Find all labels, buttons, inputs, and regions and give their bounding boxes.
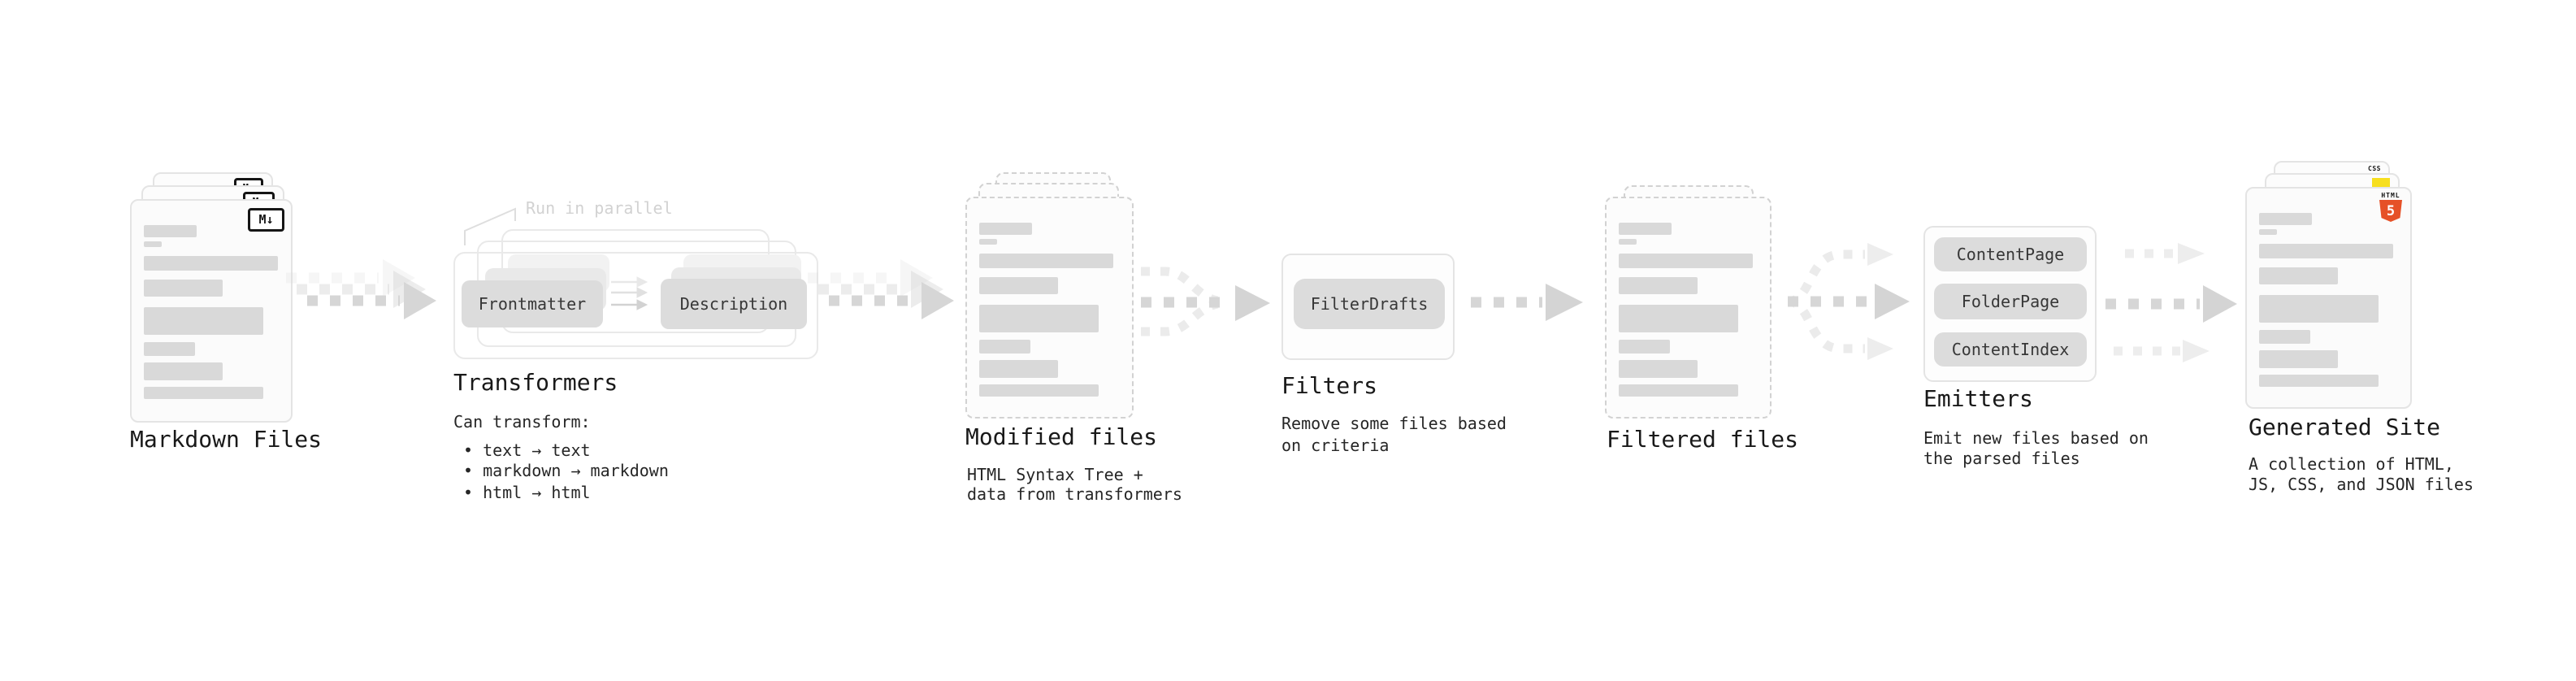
placeholder-bar: [979, 223, 1032, 235]
stage-title: Transformers: [453, 369, 618, 396]
file-card-front: [965, 197, 1134, 419]
flow-arrow-emitters-to-site: [2105, 243, 2237, 362]
placeholder-bar: [1619, 305, 1738, 332]
placeholder-bar: [2259, 213, 2312, 225]
placeholder-bar: [1619, 277, 1698, 294]
javascript-icon: [2372, 178, 2390, 188]
file-card-front: M↓: [130, 199, 293, 423]
placeholder-bar: [2259, 350, 2338, 368]
file-card-front: HTML 5: [2245, 187, 2412, 409]
frontmatter-to-description-arrows: [611, 276, 648, 310]
stage-description: Can transform:: [453, 412, 591, 432]
transform-bullet: • html → html: [463, 483, 591, 502]
placeholder-bar: [1619, 239, 1637, 245]
placeholder-bar: [2259, 229, 2277, 235]
placeholder-bar: [144, 362, 223, 380]
placeholder-bar: [2259, 244, 2393, 258]
annotation-callout-line: [464, 207, 516, 245]
stage-title: Filters: [1281, 372, 1378, 399]
transform-bullet: • markdown → markdown: [463, 461, 669, 480]
flow-arrow-markdown-to-transformers: [286, 259, 436, 319]
placeholder-bar: [979, 305, 1099, 332]
placeholder-bar: [2259, 267, 2338, 284]
placeholder-bar: [2259, 295, 2379, 323]
placeholder-bar: [2259, 375, 2379, 387]
markdown-icon: M↓: [248, 208, 284, 232]
flow-arrow-filters-to-filtered: [1471, 284, 1583, 321]
stage-description: the parsed files: [1923, 449, 2080, 468]
placeholder-bar: [1619, 384, 1738, 397]
stage-description: HTML Syntax Tree +: [967, 465, 1143, 484]
placeholder-bar: [144, 307, 263, 335]
placeholder-bar: [1619, 360, 1698, 378]
stage-title: Modified files: [965, 423, 1158, 450]
placeholder-bar: [979, 239, 997, 245]
placeholder-bar: [979, 277, 1058, 294]
placeholder-bar: [2259, 330, 2310, 344]
placeholder-bar: [1619, 340, 1670, 354]
placeholder-bar: [144, 256, 278, 271]
placeholder-bar: [979, 254, 1113, 268]
placeholder-bar: [144, 342, 195, 356]
run-in-parallel-label: Run in parallel: [526, 198, 673, 218]
flow-arrow-filtered-to-emitters: [1787, 243, 1910, 360]
flow-arrow-modified-to-filters: [1141, 267, 1270, 336]
stage-title: Filtered files: [1607, 426, 1799, 453]
placeholder-bar: [144, 280, 223, 297]
placeholder-bar: [1619, 254, 1753, 268]
placeholder-bar: [979, 384, 1099, 397]
emitter-box-contentpage: ContentPage: [1934, 237, 2087, 271]
placeholder-bar: [144, 241, 162, 247]
placeholder-bar: [979, 360, 1058, 378]
placeholder-bar: [979, 340, 1030, 354]
stage-description: Emit new files based on: [1923, 428, 2149, 448]
flow-arrow-transformers-to-modified: [808, 259, 954, 319]
stage-title: Emitters: [1923, 385, 2033, 412]
emitter-box-contentindex: ContentIndex: [1934, 332, 2087, 367]
transformer-box-description: Description: [661, 279, 807, 329]
placeholder-bar: [1619, 223, 1672, 235]
emitter-box-folderpage: FolderPage: [1934, 284, 2087, 319]
transformer-box-frontmatter: Frontmatter: [462, 280, 603, 327]
stage-title: Generated Site: [2249, 414, 2441, 440]
stage-description: Remove some files based: [1281, 414, 1507, 433]
stage-description: on criteria: [1281, 436, 1390, 455]
placeholder-bar: [144, 387, 263, 399]
file-card-front: [1605, 197, 1772, 419]
html5-icon: HTML 5: [2379, 193, 2403, 222]
stage-description: data from transformers: [967, 484, 1182, 504]
stage-description: JS, CSS, and JSON files: [2249, 475, 2474, 494]
transform-bullet: • text → text: [463, 440, 591, 460]
stage-description: A collection of HTML,: [2249, 454, 2454, 474]
stage-title: Markdown Files: [130, 426, 323, 453]
placeholder-bar: [144, 225, 197, 237]
filter-box-filterdrafts: FilterDrafts: [1294, 279, 1445, 329]
transformer-outline-front: [453, 252, 818, 359]
